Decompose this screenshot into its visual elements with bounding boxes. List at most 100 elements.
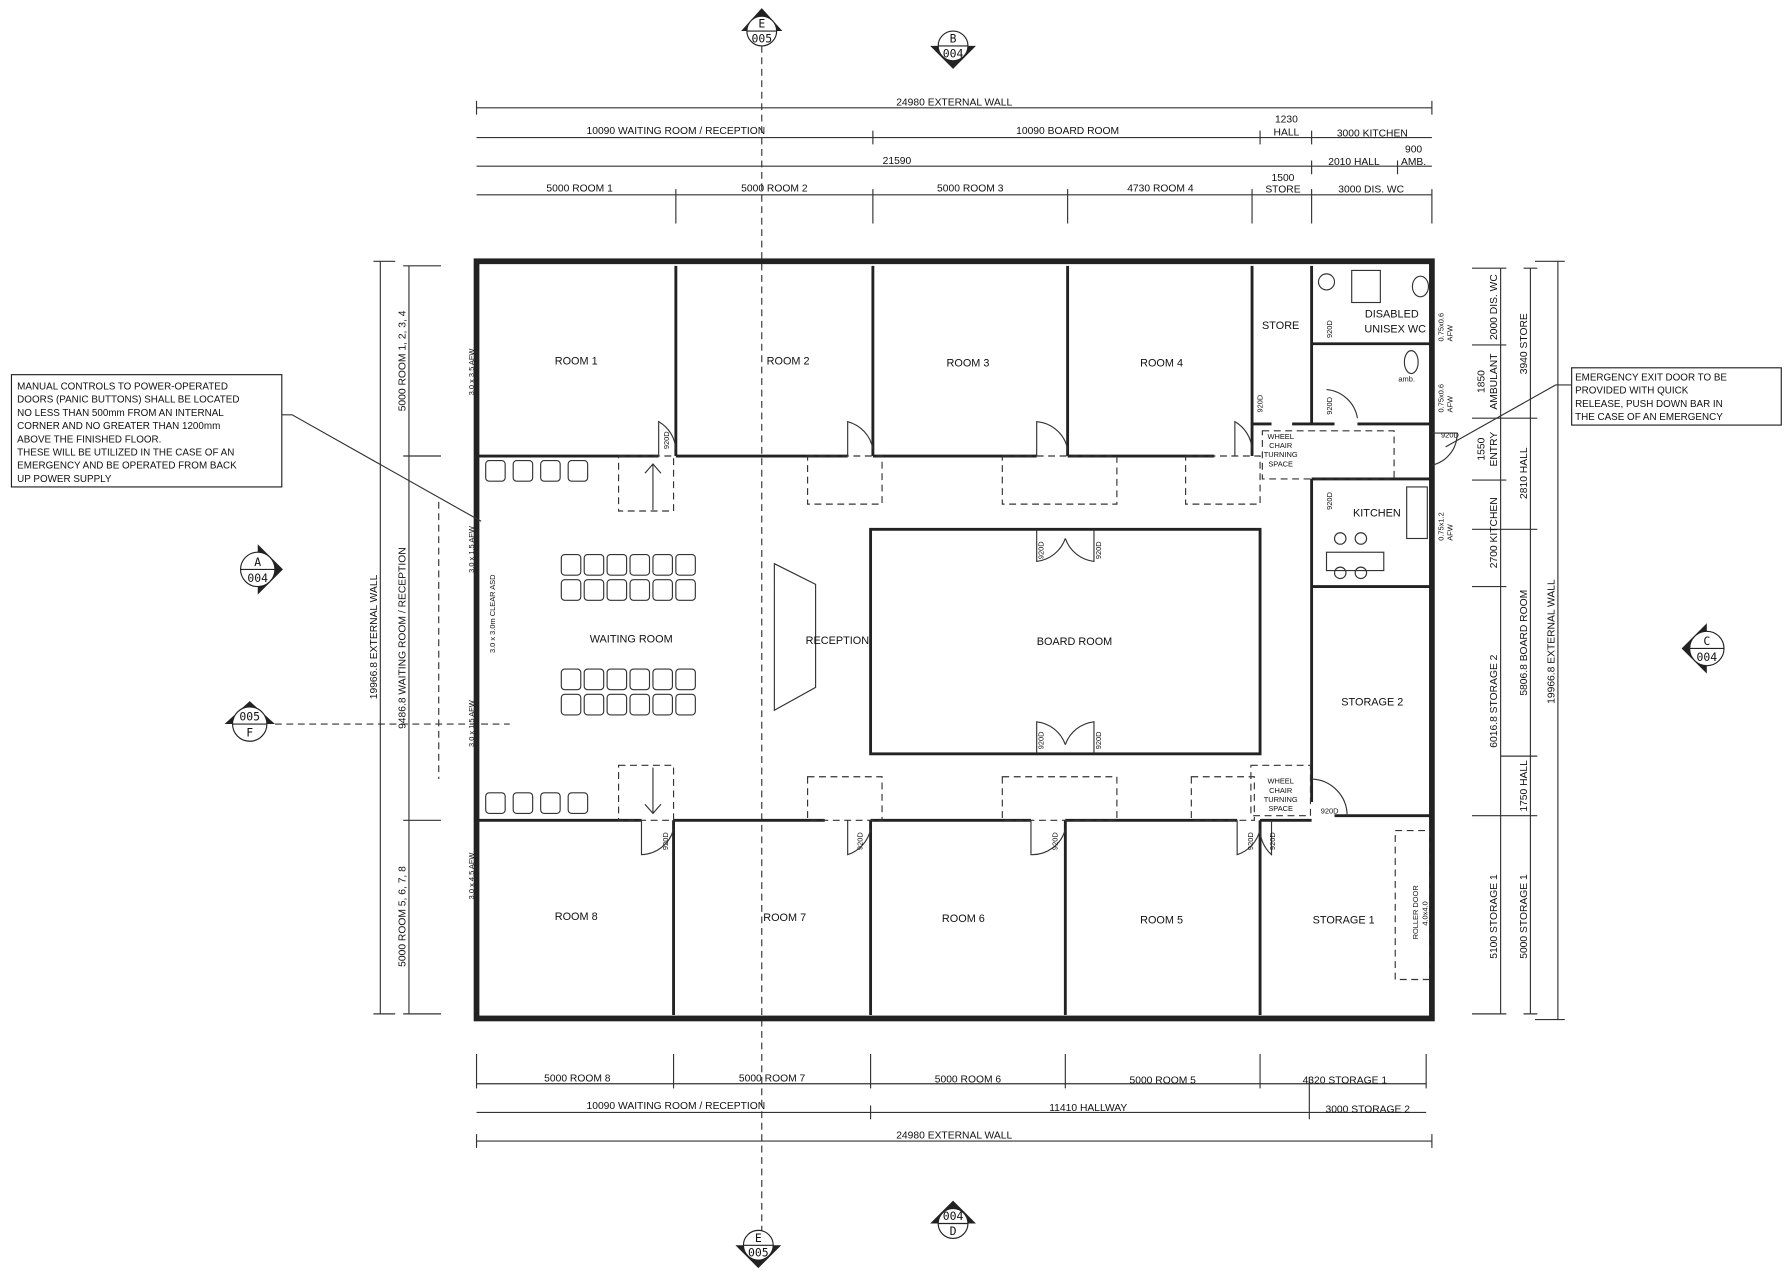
svg-text:2010 HALL: 2010 HALL [1328,157,1380,168]
chair [512,460,534,482]
svg-text:RELEASE, PUSH DOWN BAR IN: RELEASE, PUSH DOWN BAR IN [1575,399,1723,410]
svg-text:5000 ROOM 2: 5000 ROOM 2 [741,183,808,194]
chair [512,792,534,814]
svg-text:10090 WAITING ROOM / RECEPTION: 10090 WAITING ROOM / RECEPTION [587,126,766,137]
section-marker-f: 005 F [224,701,275,742]
svg-text:920D: 920D [1037,541,1046,559]
svg-text:2000 DIS. WC: 2000 DIS. WC [1489,274,1500,340]
svg-text:6016.8 STORAGE 2: 6016.8 STORAGE 2 [1489,654,1500,747]
dimensions-left: 19966.8 EXTERNAL WALL 5000 ROOM 1, 2, 3,… [369,260,442,1015]
chair [560,668,582,691]
svg-text:920D: 920D [1325,396,1334,414]
dimensions-top: 24980 EXTERNAL WALL 10090 WAITING ROOM /… [475,97,1433,224]
chair [567,792,589,814]
svg-text:920D: 920D [662,431,671,449]
svg-text:CHAIR: CHAIR [1269,441,1293,450]
svg-text:ABOVE THE FINISHED FLOOR.: ABOVE THE FINISHED FLOOR. [17,434,161,445]
chair [606,693,628,716]
arrow-icons [644,463,662,815]
turning-spaces [438,430,1431,981]
room-labels: ROOM 1 ROOM 2 ROOM 3 ROOM 4 STORE DISABL… [555,308,1426,926]
svg-text:19966.8 EXTERNAL WALL: 19966.8 EXTERNAL WALL [369,574,380,699]
door-labels: 920D 920D 920D 920D 920D 920D 920D 920D … [661,320,1460,850]
svg-text:B: B [950,31,957,45]
chair [629,693,651,716]
svg-text:005: 005 [748,1246,769,1260]
chair [606,579,628,601]
svg-text:3.0 x 3.0m CLEAR ASD: 3.0 x 3.0m CLEAR ASD [488,574,497,653]
svg-text:005: 005 [239,710,260,724]
room-4-label: ROOM 4 [1140,358,1183,370]
chair [485,460,506,482]
svg-text:004: 004 [1696,650,1717,664]
external-wall [473,258,1435,1022]
svg-text:5806.8 BOARD ROOM: 5806.8 BOARD ROOM [1519,590,1530,696]
svg-text:920D: 920D [1321,806,1339,815]
svg-text:THE CASE OF AN EMERGENCY: THE CASE OF AN EMERGENCY [1575,412,1723,423]
svg-text:CORNER AND NO GREATER THAN 120: CORNER AND NO GREATER THAN 1200mm [17,421,220,432]
wheelchair-label-top: WHEEL CHAIR TURNING SPACE [1264,432,1298,468]
wc-label-1: DISABLED [1365,308,1419,320]
svg-text:A: A [254,555,261,569]
chair [652,579,673,601]
chair [652,668,673,691]
room-5-label: ROOM 5 [1140,914,1183,926]
svg-text:920D: 920D [1325,320,1334,338]
svg-text:E: E [758,17,765,31]
amb-label: amb. [1398,375,1415,384]
chair [675,693,696,716]
chair [606,553,628,576]
svg-text:AFW: AFW [1446,524,1455,541]
svg-text:3940 STORE: 3940 STORE [1519,313,1530,374]
chair [540,792,561,814]
svg-text:920D: 920D [1094,731,1103,749]
dimensions-right: 2000 DIS. WC 1850 AMBULANT 1550 ENTRY 27… [1471,260,1565,1021]
svg-text:920D: 920D [1050,832,1059,850]
svg-text:10090 BOARD ROOM: 10090 BOARD ROOM [1016,126,1119,137]
svg-text:HALL: HALL [1274,127,1300,138]
store-label: STORE [1262,320,1299,332]
svg-text:TURNING: TURNING [1264,795,1298,804]
svg-text:21590: 21590 [883,156,912,167]
svg-text:5000 ROOM 5: 5000 ROOM 5 [1130,1076,1197,1087]
svg-text:900: 900 [1405,144,1422,155]
chair [560,553,582,576]
chair [675,553,696,576]
section-marker-a: A 004 [239,544,283,595]
room-6-label: ROOM 6 [942,913,985,925]
chair [629,553,651,576]
dimensions-bottom: 5000 ROOM 8 5000 ROOM 7 5000 ROOM 6 5000… [475,1053,1433,1148]
svg-text:THESE WILL BE UTILIZED IN THE: THESE WILL BE UTILIZED IN THE CASE OF AN [17,447,234,458]
svg-text:0.75x1.2: 0.75x1.2 [1436,512,1445,541]
svg-text:10090 WAITING ROOM / RECEPTION: 10090 WAITING ROOM / RECEPTION [587,1101,766,1112]
room-2-label: ROOM 2 [767,355,810,367]
svg-text:AFW: AFW [1446,325,1455,342]
svg-text:4320 STORAGE 1: 4320 STORAGE 1 [1303,1076,1388,1087]
svg-text:5000 ROOM 1: 5000 ROOM 1 [546,183,613,194]
wheelchair-label-bottom: WHEEL CHAIR TURNING SPACE [1264,777,1298,813]
room-3-label: ROOM 3 [947,358,990,370]
room-7-label: ROOM 7 [763,912,806,924]
svg-text:AMB.: AMB. [1401,157,1426,168]
chair [583,553,605,576]
svg-text:920D: 920D [1268,832,1277,850]
section-marker-b: B 004 [930,30,976,69]
room-1-label: ROOM 1 [555,355,598,367]
svg-text:920D: 920D [1037,731,1046,749]
storage-2-label: STORAGE 2 [1341,697,1403,709]
svg-text:3000 STORAGE 2: 3000 STORAGE 2 [1325,1104,1410,1115]
reception-label: RECEPTION [806,635,869,647]
chair [560,579,582,601]
svg-text:920D: 920D [1246,832,1255,850]
chair [629,579,651,601]
room-8-label: ROOM 8 [555,911,598,923]
svg-text:5000 ROOM 1, 2, 3, 4: 5000 ROOM 1, 2, 3, 4 [398,310,409,411]
wc-fixtures [1317,269,1430,375]
chair [675,668,696,691]
svg-text:11410 HALLWAY: 11410 HALLWAY [1049,1103,1127,1114]
svg-text:E: E [755,1231,762,1245]
chair [540,460,561,482]
svg-text:24980 EXTERNAL WALL: 24980 EXTERNAL WALL [896,97,1012,108]
svg-text:004: 004 [943,46,964,60]
